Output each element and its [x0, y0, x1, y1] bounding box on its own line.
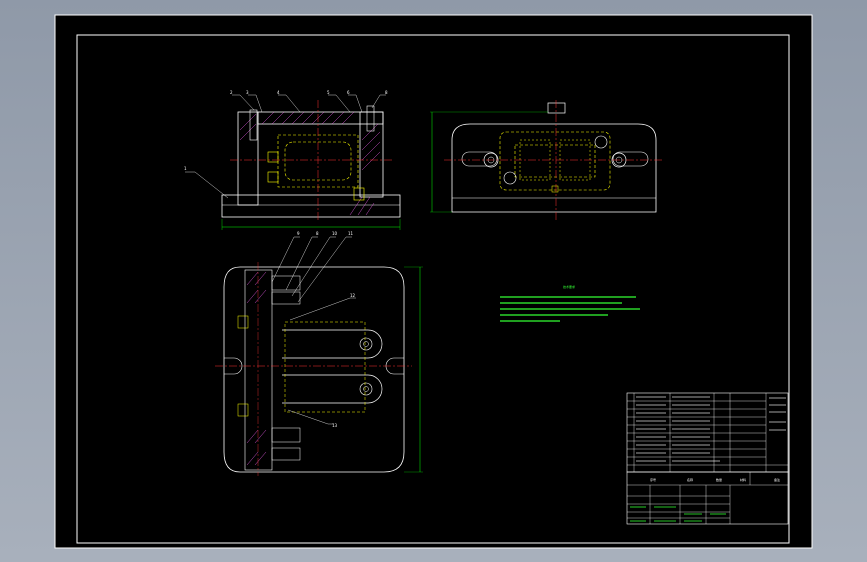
col-header-index: 序号 — [650, 477, 656, 482]
sheet-border — [54, 14, 813, 549]
balloon-front-2: 3 — [246, 90, 249, 95]
balloon-front-1: 2 — [230, 90, 233, 95]
drawing-frame — [76, 34, 790, 544]
balloon-plan-5: 12 — [350, 293, 356, 298]
plan-hidden-body — [284, 321, 366, 413]
col-header-name: 名称 — [687, 477, 693, 482]
col-header-material: 材料 — [740, 477, 746, 482]
front-hatching — [239, 111, 381, 216]
parts-list-entries — [636, 396, 786, 462]
balloon-front-4: 5 — [327, 90, 330, 95]
tech-req-text-lines — [500, 296, 640, 322]
parts-list: 序号 名称 数量 材料 备注 — [626, 392, 789, 482]
balloon-front-7: 1 — [184, 166, 187, 171]
balloon-plan-3: 10 — [332, 231, 338, 236]
side-body-outline — [451, 123, 657, 213]
balloon-plan-2: 8 — [316, 231, 319, 236]
plan-view: 9 8 10 11 12 13 — [215, 231, 423, 476]
front-view: 2 3 4 5 6 8 1 — [184, 90, 401, 230]
plan-body-outline — [223, 266, 405, 473]
balloon-front-3: 4 — [277, 90, 280, 95]
col-header-qty: 数量 — [716, 477, 722, 482]
tech-requirements: 技术要求 — [500, 284, 640, 322]
balloon-plan-6: 13 — [332, 423, 338, 428]
side-hidden-body — [499, 131, 611, 191]
tech-req-title: 技术要求 — [563, 284, 575, 289]
balloon-front-6: 8 — [385, 90, 388, 95]
balloon-plan-4: 11 — [348, 231, 354, 236]
plan-hatching — [246, 271, 267, 466]
title-block — [626, 471, 789, 525]
title-block-green-entries — [630, 506, 726, 522]
col-header-note: 备注 — [774, 477, 780, 482]
balloon-plan-1: 9 — [297, 231, 300, 236]
balloon-front-5: 6 — [347, 90, 350, 95]
side-view — [430, 100, 664, 222]
front-base — [221, 194, 401, 218]
